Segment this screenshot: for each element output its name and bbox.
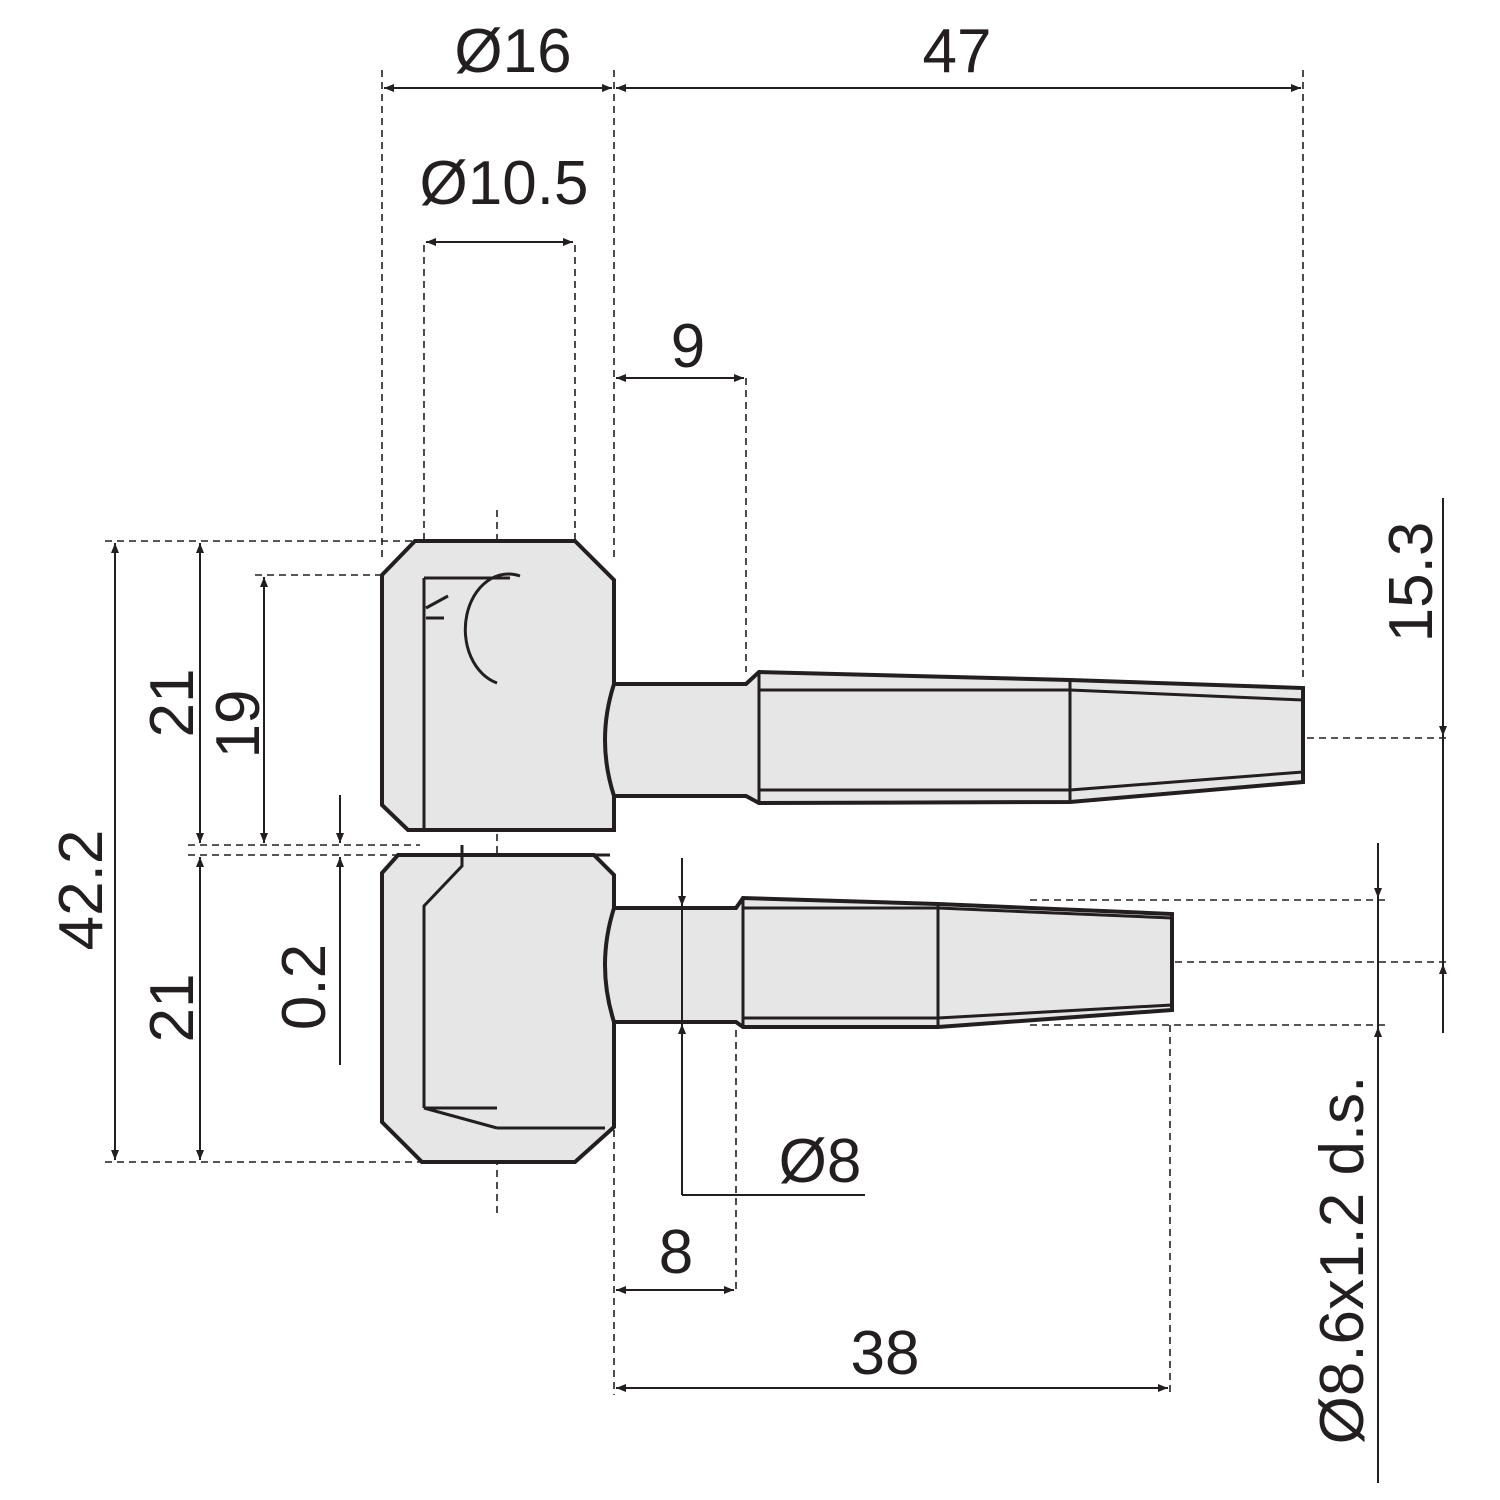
dim-label-length-upper: 47	[923, 17, 992, 86]
dim-label-gap: 0.2	[270, 944, 339, 1030]
dim-label-total-height: 42.2	[47, 830, 116, 951]
dim-label-half-lower: 21	[138, 974, 207, 1043]
dim-label-inner-diameter: Ø10.5	[420, 149, 589, 218]
dim-label-head-diameter: Ø16	[454, 17, 571, 86]
upper-hinge-part	[380, 539, 616, 832]
dimension-lines	[111, 84, 1447, 1483]
dim-label-offset: 15.3	[1377, 522, 1446, 643]
dim-label-collar-upper: 9	[671, 312, 705, 381]
upper-pin	[603, 669, 1305, 806]
dim-label-length-lower: 38	[851, 1319, 920, 1388]
dim-label-pin-diameter: Ø8	[779, 1127, 862, 1196]
dim-label-collar-lower: 8	[659, 1218, 693, 1287]
dim-label-thread: Ø8.6x1.2 d.s.	[1308, 1076, 1377, 1445]
lower-pin	[603, 895, 1174, 1029]
dim-label-half-upper-inner: 19	[204, 690, 273, 759]
lower-hinge-part	[380, 845, 616, 1164]
dim-label-half-upper-outer: 21	[138, 669, 207, 738]
dimension-labels: Ø16 47 Ø10.5 9 15.3 42.2 21 19 0.2 21 Ø8…	[47, 17, 1446, 1444]
